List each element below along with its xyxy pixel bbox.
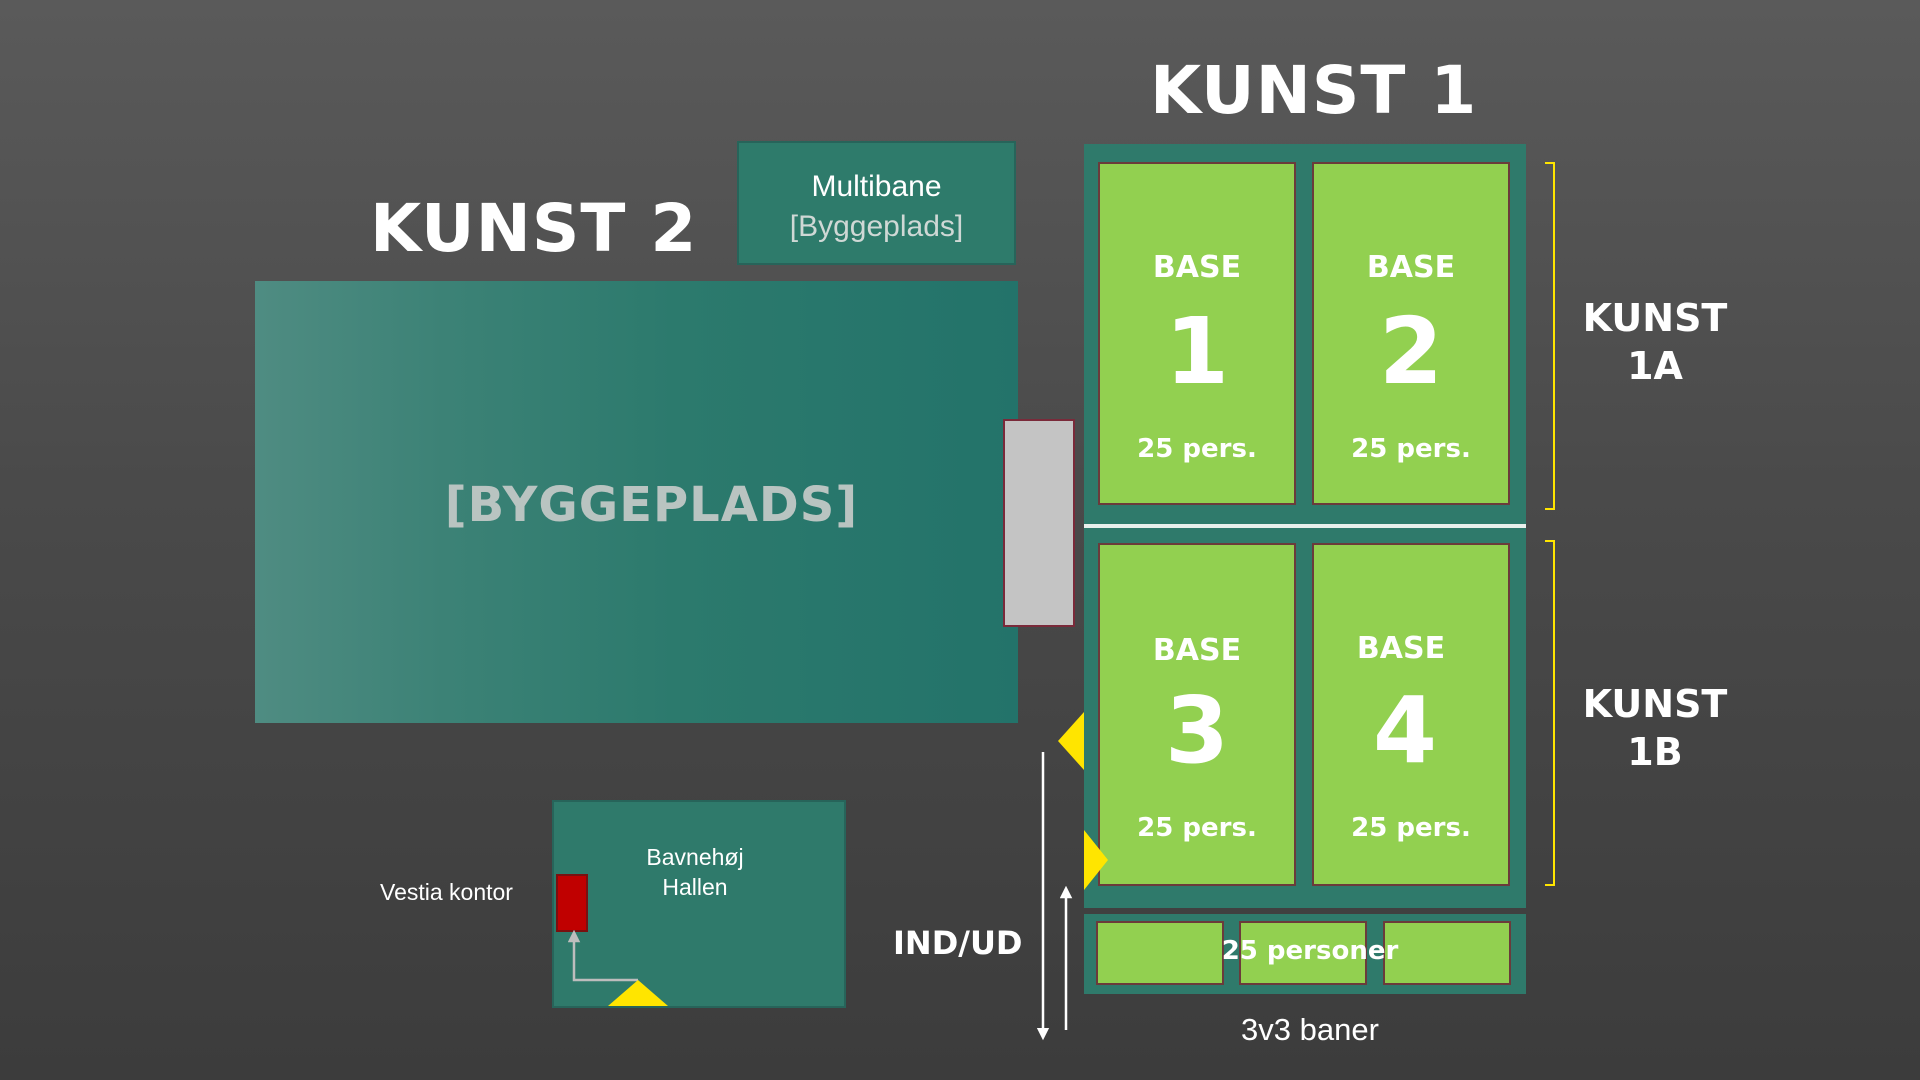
small-pitch xyxy=(1239,921,1367,985)
base-4-number: 4 xyxy=(1372,677,1437,784)
base-2-pitch: BASE 2 25 pers. xyxy=(1312,162,1510,505)
kunst-2-title: KUNST 2 xyxy=(370,190,698,267)
base-4-pitch: BASE 4 25 pers. xyxy=(1312,543,1510,886)
small-pitch xyxy=(1096,921,1224,985)
kunst-1a-label-line1: KUNST xyxy=(1582,296,1728,340)
vestia-office-marker xyxy=(556,874,588,932)
kunst-1b-label-line2: 1B xyxy=(1627,730,1683,774)
multibane-label: Multibane xyxy=(811,170,942,203)
base-2-capacity: 25 pers. xyxy=(1351,434,1471,464)
base-4-title: BASE xyxy=(1356,631,1446,666)
kunst-1a-bracket xyxy=(1545,162,1555,510)
hallen-label-line1: Bavnehøj xyxy=(646,844,744,870)
multibane-construction-label: [Byggeplads] xyxy=(789,210,964,243)
kunst-1-title: KUNST 1 xyxy=(1150,52,1478,129)
hallen-label: Bavnehøj Hallen xyxy=(605,842,785,902)
vestia-office-label: Vestia kontor xyxy=(380,879,513,905)
kunst-2-construction-label: [BYGGEPLADS] xyxy=(444,477,859,533)
kunst-1b-label: KUNST 1B xyxy=(1565,680,1745,776)
multibane-area: Multibane [Byggeplads] xyxy=(737,141,1016,265)
hall-entry-marker-icon xyxy=(608,980,668,1006)
base-1-title: BASE xyxy=(1152,250,1242,285)
small-pitches-capacity: 25 personer xyxy=(1221,936,1399,966)
base-1-number: 1 xyxy=(1164,298,1229,405)
base-1-pitch: BASE 1 25 pers. xyxy=(1098,162,1296,505)
kunst-1-divider-line xyxy=(1084,524,1526,528)
kunst-1b-bracket xyxy=(1545,540,1555,886)
base-3-capacity: 25 pers. xyxy=(1137,813,1257,843)
path-to-office-arrow-icon xyxy=(567,929,638,982)
kunst-1a-label: KUNST 1A xyxy=(1565,294,1745,390)
gray-connector-block xyxy=(1003,419,1075,627)
kunst-2-field: [BYGGEPLADS] xyxy=(255,281,1018,723)
entry-marker-icon xyxy=(1084,830,1108,890)
entrance-label: IND/UD xyxy=(893,924,1023,962)
kunst-1b-label-line1: KUNST xyxy=(1582,682,1728,726)
entry-marker-icon xyxy=(1058,712,1084,770)
base-3-number: 3 xyxy=(1164,677,1229,784)
small-pitch xyxy=(1383,921,1511,985)
base-3-title: BASE xyxy=(1152,633,1242,668)
hallen-label-line2: Hallen xyxy=(662,874,728,900)
bavnehoj-hallen-building xyxy=(552,800,846,1008)
base-2-title: BASE xyxy=(1366,250,1456,285)
base-1-capacity: 25 pers. xyxy=(1137,434,1257,464)
base-2-number: 2 xyxy=(1378,298,1443,405)
small-pitches-label: 3v3 baner xyxy=(1241,1012,1379,1047)
base-4-capacity: 25 pers. xyxy=(1351,813,1471,843)
base-3-pitch: BASE 3 25 pers. xyxy=(1098,543,1296,886)
kunst-1a-label-line2: 1A xyxy=(1627,344,1683,388)
